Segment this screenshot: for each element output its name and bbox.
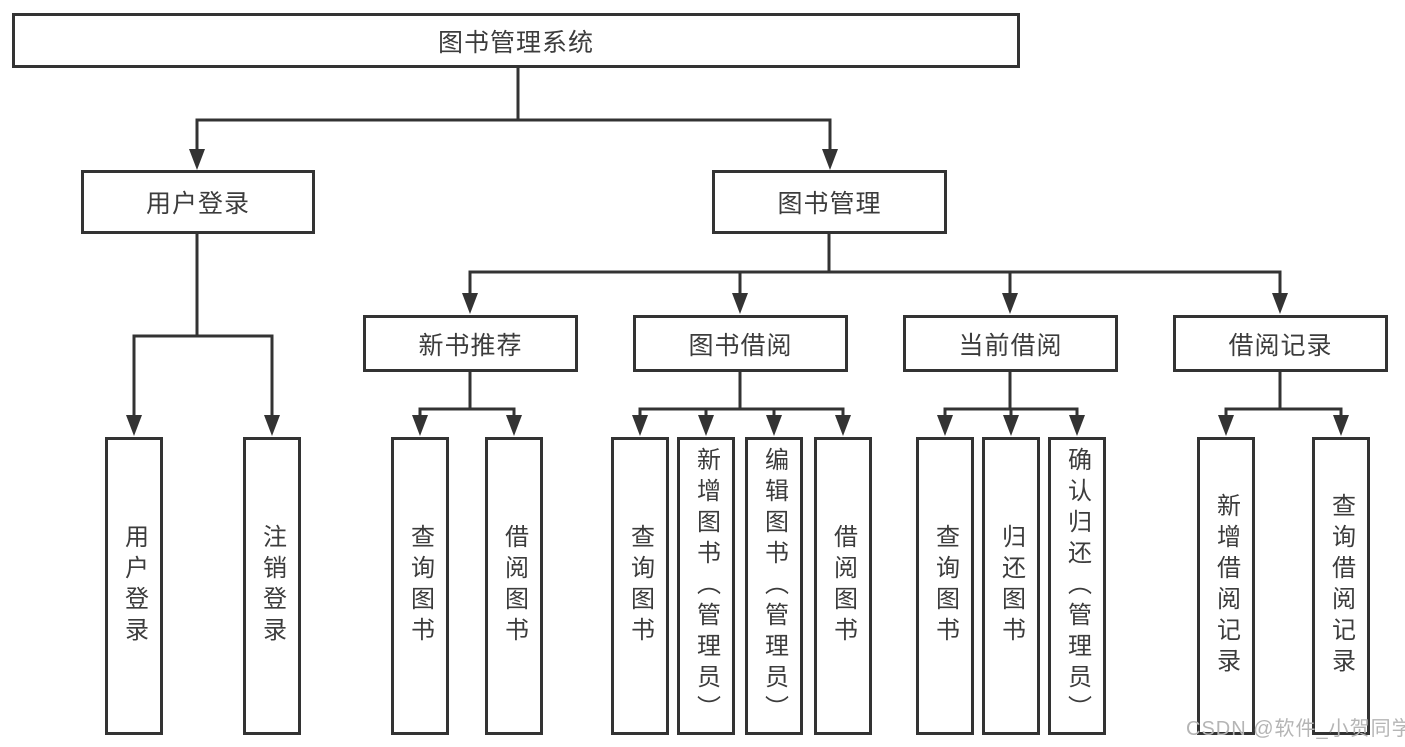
node-label: 图书管理系统 bbox=[437, 28, 594, 57]
node-label: 新书推荐 bbox=[418, 331, 523, 360]
node-library-system: 图书管理系统 bbox=[12, 13, 1020, 68]
connector-bookmgmt-to-level3 bbox=[468, 234, 1282, 296]
node-label: 注销登录 bbox=[258, 524, 286, 648]
leaf-query-books-current: 查询图书 bbox=[916, 437, 974, 735]
connector-records-to-leaves bbox=[1224, 372, 1343, 419]
leaf-query-books-recommend: 查询图书 bbox=[391, 437, 449, 735]
leaf-query-books-borrowing: 查询图书 bbox=[611, 437, 669, 735]
connector-root-to-level2 bbox=[195, 68, 832, 152]
node-new-book-recommend: 新书推荐 bbox=[363, 315, 578, 372]
leaf-logout-login: 注销登录 bbox=[243, 437, 301, 735]
node-label: 用户登录 bbox=[145, 190, 250, 218]
node-book-borrowing: 图书借阅 bbox=[633, 315, 848, 372]
node-label: 借阅记录 bbox=[1228, 331, 1333, 360]
leaf-add-book-admin: 新增图书（管理员） bbox=[677, 437, 735, 735]
node-book-management: 图书管理 bbox=[712, 170, 947, 234]
node-label: 查询图书 bbox=[931, 524, 959, 648]
node-label: 查询借阅记录 bbox=[1327, 493, 1355, 679]
leaf-confirm-return-admin: 确认归还（管理员） bbox=[1048, 437, 1106, 735]
node-label: 编辑图书（管理员） bbox=[760, 446, 788, 726]
connector-userlogin-to-leaves bbox=[132, 234, 274, 417]
leaf-add-borrow-record: 新增借阅记录 bbox=[1197, 437, 1255, 735]
node-label: 查询图书 bbox=[406, 524, 434, 648]
csdn-watermark: CSDN @软件_小贺同学 bbox=[1186, 718, 1405, 740]
node-user-login: 用户登录 bbox=[81, 170, 315, 234]
node-borrow-records: 借阅记录 bbox=[1173, 315, 1388, 372]
node-label: 图书借阅 bbox=[688, 331, 793, 360]
connector-current-to-leaves bbox=[943, 372, 1079, 419]
leaf-user-login: 用户登录 bbox=[105, 437, 163, 735]
connector-newbook-to-leaves bbox=[418, 372, 516, 419]
leaf-borrow-books-recommend: 借阅图书 bbox=[485, 437, 543, 735]
leaf-query-borrow-record: 查询借阅记录 bbox=[1312, 437, 1370, 735]
node-label: 查询图书 bbox=[626, 524, 654, 648]
leaf-edit-book-admin: 编辑图书（管理员） bbox=[745, 437, 803, 735]
node-label: 新增图书（管理员） bbox=[692, 446, 720, 726]
node-label: 新增借阅记录 bbox=[1212, 493, 1240, 679]
node-label: 确认归还（管理员） bbox=[1063, 446, 1091, 726]
node-label: 当前借阅 bbox=[958, 331, 1063, 360]
node-label: 图书管理 bbox=[777, 190, 882, 218]
node-label: 借阅图书 bbox=[500, 524, 528, 648]
leaf-borrow-books-borrowing: 借阅图书 bbox=[814, 437, 872, 735]
connector-borrow-to-leaves bbox=[638, 372, 845, 419]
node-label: 借阅图书 bbox=[829, 524, 857, 648]
node-label: 用户登录 bbox=[120, 524, 148, 648]
node-label: 归还图书 bbox=[997, 524, 1025, 648]
leaf-return-books: 归还图书 bbox=[982, 437, 1040, 735]
node-current-borrowing: 当前借阅 bbox=[903, 315, 1118, 372]
